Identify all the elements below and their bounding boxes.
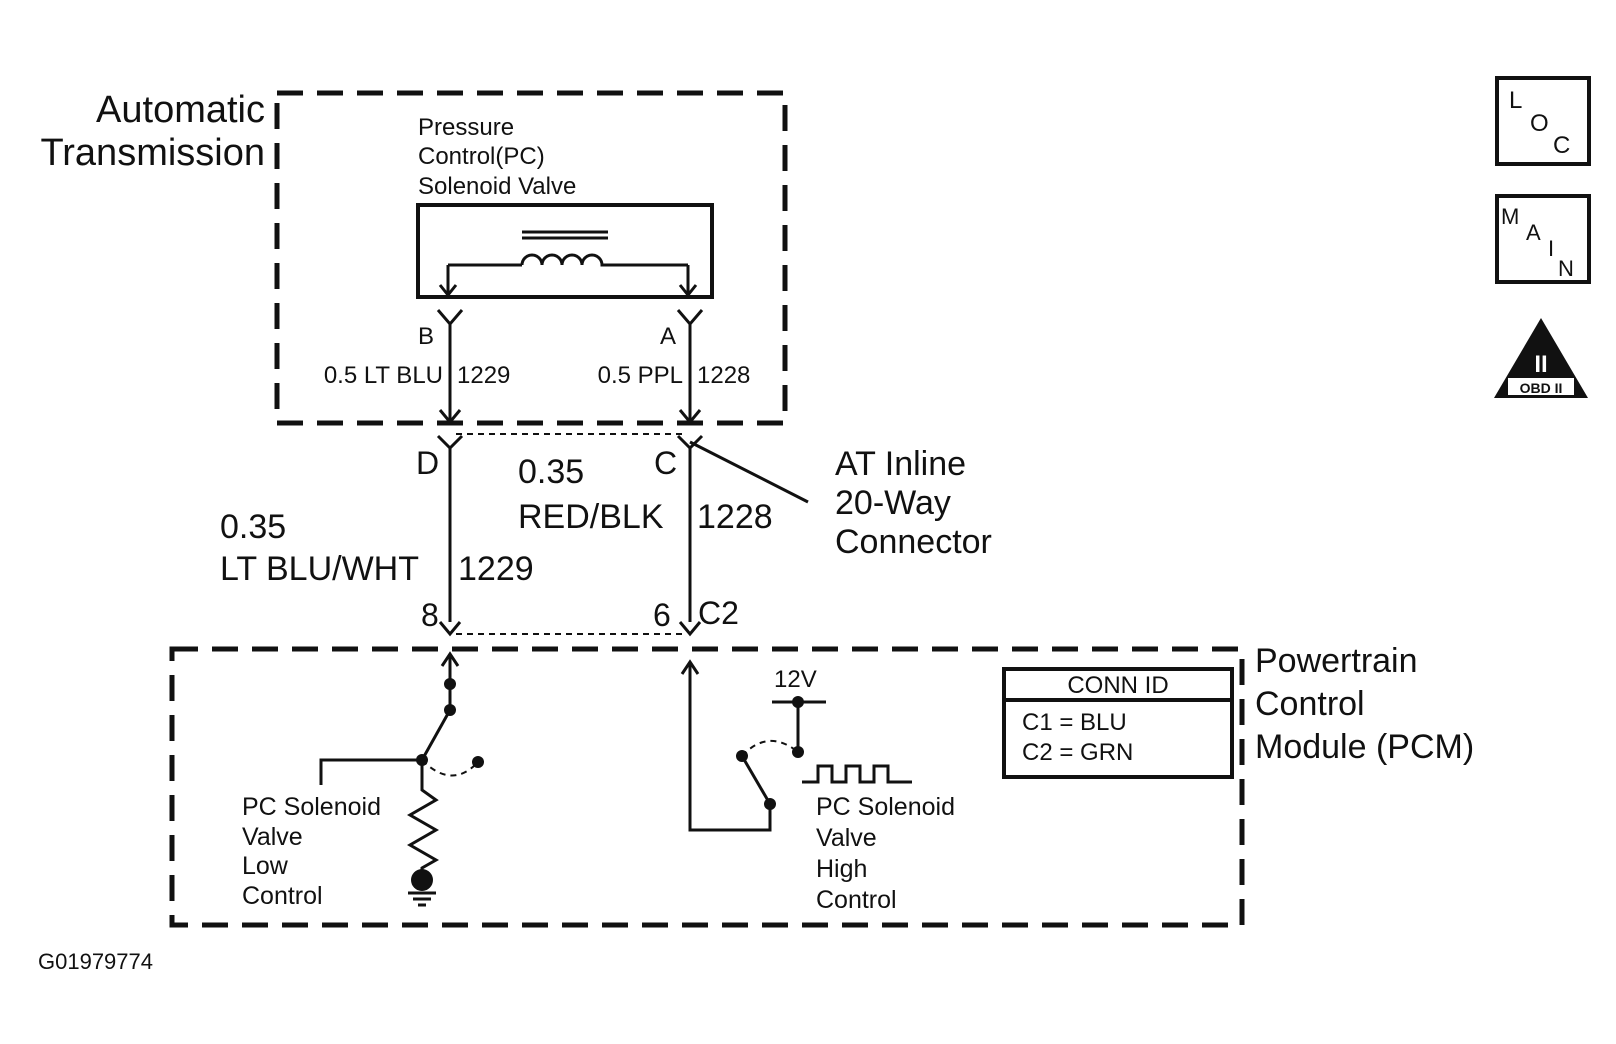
inline-connector-callout-line xyxy=(689,440,809,504)
wire-1228-lower-gauge: 0.35 xyxy=(518,453,584,491)
pcm-label-line2: Control xyxy=(1255,685,1365,723)
ground-icon xyxy=(408,869,436,907)
wire-1228-lower-circuit: 1228 xyxy=(697,498,773,536)
wire-1228-upper-color: 0.5 PPL xyxy=(598,362,683,389)
high-control-switch xyxy=(680,659,826,832)
wire-1229-lower-circuit: 1229 xyxy=(458,550,534,588)
conn-id-row-c2: C2 = GRN xyxy=(1022,739,1133,766)
obd-ii-label: OBD II xyxy=(1520,380,1563,396)
loc-icon-letter-c: C xyxy=(1553,132,1570,159)
main-icon-letter-a: A xyxy=(1526,220,1541,245)
wire-1228-lower-color: RED/BLK xyxy=(518,498,664,536)
pin-c-label: C xyxy=(654,445,677,481)
wire-1229-lower-color: LT BLU/WHT xyxy=(220,550,419,588)
pc-valve-label-line3: Solenoid Valve xyxy=(418,173,576,200)
pc-valve-label-line1: Pressure xyxy=(418,114,514,141)
pwm-signal-icon xyxy=(802,764,912,784)
loc-icon-letter-l: L xyxy=(1509,87,1522,114)
main-icon-letter-n: N xyxy=(1558,256,1574,281)
pcm-boundary xyxy=(169,646,1245,928)
wire-1229-upper-color: 0.5 LT BLU xyxy=(324,362,443,389)
wire-1229-lower-gauge: 0.35 xyxy=(220,508,286,546)
main-icon-letter-i: I xyxy=(1548,236,1554,261)
inline-connector-label-line2: 20-Way xyxy=(835,484,951,522)
pin-a-label: A xyxy=(660,323,676,350)
pin-8-label: 8 xyxy=(421,597,439,633)
pull-down-resistor-icon xyxy=(406,760,440,880)
pc-valve-label-line2: Control(PC) xyxy=(418,143,545,170)
low-control-switch xyxy=(319,651,484,785)
high-control-label-line1: PC Solenoid xyxy=(816,793,955,821)
low-control-label-line1: PC Solenoid xyxy=(242,793,381,821)
pcm-label-line3: Module (PCM) xyxy=(1255,728,1474,766)
figure-id: G01979774 xyxy=(38,949,153,974)
pcm-terminal-8 xyxy=(438,621,462,637)
main-icon[interactable]: M A I N xyxy=(1495,194,1591,284)
loc-icon[interactable]: L O C xyxy=(1495,76,1591,166)
transmission-label-line1: Automatic xyxy=(96,89,265,131)
inline-terminal-d xyxy=(436,434,464,451)
supply-voltage-label: 12V xyxy=(774,666,817,693)
conn-id-table: CONN ID C1 = BLU C2 = GRN xyxy=(1002,667,1234,779)
transmission-label-line2: Transmission xyxy=(40,132,265,174)
low-control-label-line2: Valve xyxy=(242,823,303,851)
solenoid-coil-icon xyxy=(438,230,698,298)
conn-id-row-c1: C1 = BLU xyxy=(1022,709,1127,736)
obd-ii-symbol: II xyxy=(1534,351,1547,378)
high-control-label-line4: Control xyxy=(816,886,897,914)
wire-1228-upper-circuit: 1228 xyxy=(697,362,750,389)
valve-terminal-a xyxy=(676,309,704,327)
conn-id-header: CONN ID xyxy=(1067,672,1168,699)
pin-d-label: D xyxy=(416,445,439,481)
arrow-1229-upper xyxy=(438,409,462,425)
inline-connector-label-line1: AT Inline xyxy=(835,445,966,483)
valve-terminal-b xyxy=(436,309,464,327)
pin-6-label: 6 xyxy=(653,597,671,633)
obd-ii-icon[interactable]: II OBD II xyxy=(1494,318,1588,398)
inline-connector-label-line3: Connector xyxy=(835,523,992,561)
low-control-label-line4: Control xyxy=(242,882,323,910)
pcm-connector-label: C2 xyxy=(698,595,739,631)
high-control-label-line2: Valve xyxy=(816,824,877,852)
arrow-1228-upper xyxy=(678,409,702,425)
pc-valve-box xyxy=(416,203,714,299)
wire-1229-upper-circuit: 1229 xyxy=(457,362,510,389)
inline-connector-outline xyxy=(456,433,684,635)
loc-icon-letter-o: O xyxy=(1530,110,1549,137)
pin-b-label: B xyxy=(418,323,434,350)
high-control-label-line3: High xyxy=(816,855,867,883)
transmission-boundary xyxy=(274,90,788,426)
pcm-terminal-6 xyxy=(678,621,702,637)
main-icon-letter-m: M xyxy=(1501,204,1519,229)
low-control-label-line3: Low xyxy=(242,852,289,880)
pcm-label-line1: Powertrain xyxy=(1255,642,1418,680)
